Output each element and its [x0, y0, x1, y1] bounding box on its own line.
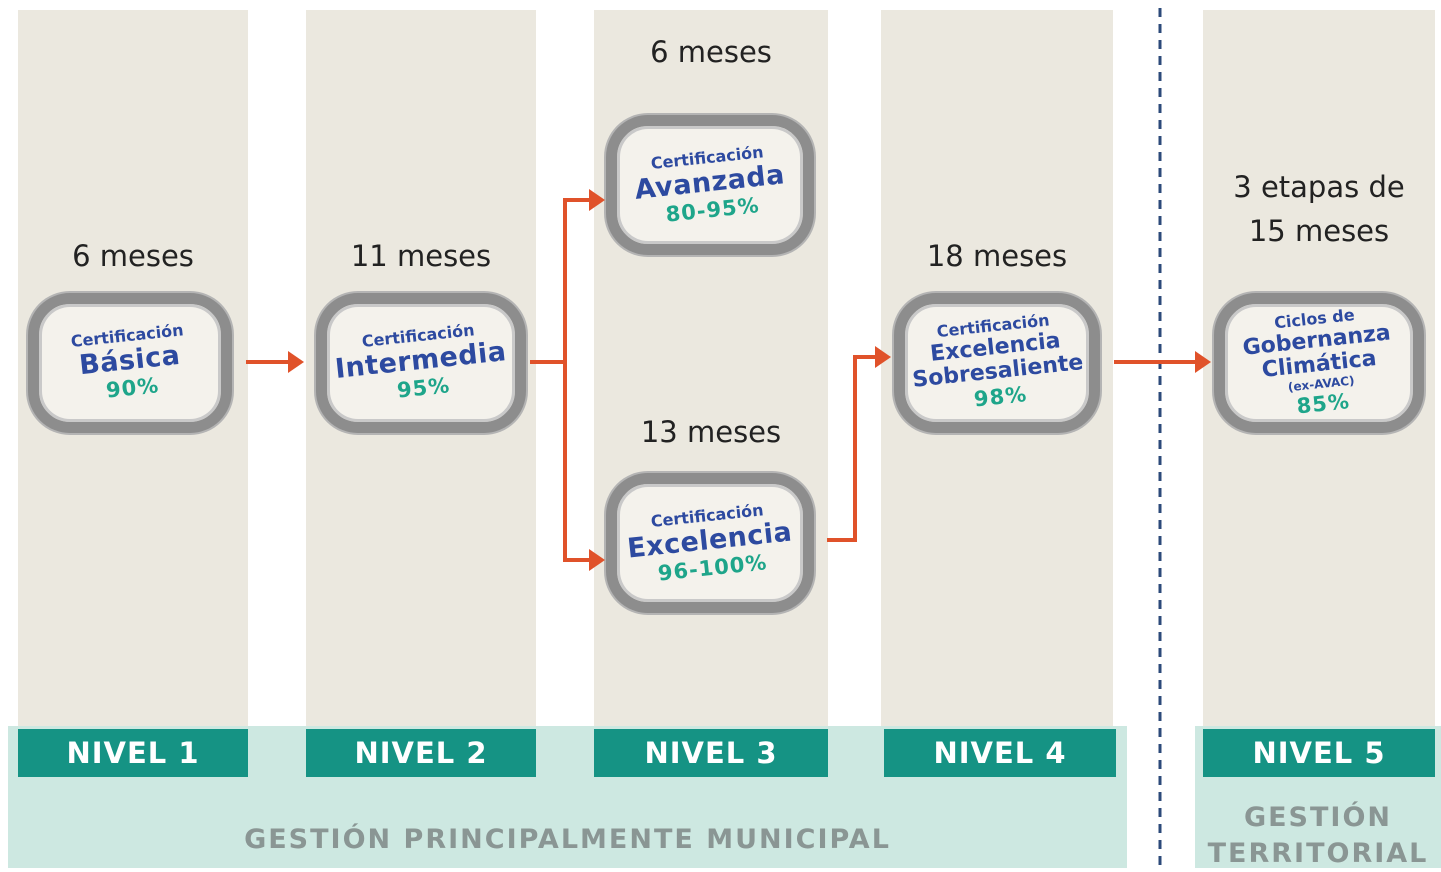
badge-certificacion-excelencia: Certificación Excelencia 96-100%: [606, 473, 814, 613]
region-label-municipal: GESTIÓN PRINCIPALMENTE MUNICIPAL: [244, 824, 891, 855]
duration-nivel-2: 11 meses: [350, 239, 492, 273]
duration-nivel-3-lower: 13 meses: [640, 415, 782, 449]
region-label-territorial-line2: TERRITORIAL: [1207, 838, 1429, 869]
badge-frame: [894, 293, 1100, 433]
level-label-3: NIVEL 3: [594, 729, 828, 777]
duration-nivel-1: 6 meses: [72, 239, 194, 273]
arrowhead-icon: [1195, 351, 1211, 373]
arrow-nivel2-to-avanzada: [530, 198, 590, 364]
duration-nivel-5-line2: 15 meses: [1248, 214, 1390, 248]
region-label-territorial-line1: GESTIÓN: [1243, 802, 1393, 833]
level-label-4: NIVEL 4: [884, 729, 1116, 777]
arrowhead-icon: [589, 549, 605, 571]
badge-frame: [28, 293, 232, 433]
arrow-excelencia-to-nivel4: [827, 355, 876, 542]
badge-certificacion-avanzada: Certificación Avanzada 80-95%: [606, 115, 814, 255]
badge-certificacion-excelencia-sobresaliente: Certificación Excelencia Sobresaliente 9…: [894, 293, 1100, 433]
duration-nivel-4: 18 meses: [926, 239, 1068, 273]
badge-frame: [606, 115, 814, 255]
region-label-territorial: GESTIÓN TERRITORIAL: [1195, 800, 1441, 872]
badge-certificacion-intermedia: Certificación Intermedia 95%: [316, 293, 526, 433]
duration-nivel-5: 3 etapas de 15 meses: [1203, 165, 1435, 253]
badge-frame: [1214, 293, 1424, 433]
badge-certificacion-basica: Certificación Básica 90%: [28, 293, 232, 433]
arrow-nivel2-to-excelencia: [563, 362, 590, 562]
arrowhead-icon: [589, 189, 605, 211]
badge-ciclos-gobernanza-climatica: Ciclos de Gobernanza Climática (ex-AVAC)…: [1214, 293, 1424, 433]
duration-nivel-3-upper: 6 meses: [650, 35, 772, 69]
level-label-1: NIVEL 1: [18, 729, 248, 777]
badge-frame: [316, 293, 526, 433]
badge-frame: [606, 473, 814, 613]
arrowhead-icon: [288, 351, 304, 373]
level-label-2: NIVEL 2: [306, 729, 536, 777]
arrowhead-icon: [875, 346, 891, 368]
duration-nivel-5-line1: 3 etapas de: [1233, 170, 1405, 204]
level-label-5: NIVEL 5: [1203, 729, 1435, 777]
